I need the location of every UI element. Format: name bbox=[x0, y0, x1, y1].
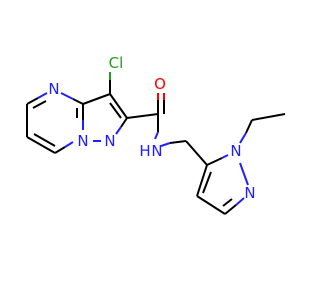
bond-n2p-c3p bbox=[224, 204, 237, 215]
bond-c5p-n1p bbox=[206, 157, 223, 166]
carboxamide-group bbox=[126, 93, 187, 147]
bond-ethyl-methyl bbox=[251, 113, 286, 121]
pyrimidine-ring bbox=[26, 92, 84, 154]
bond-n-ch2-n bbox=[160, 142, 171, 147]
atom-label-chlorine: Cl bbox=[109, 54, 124, 72]
bond-ch2-c5p bbox=[185, 140, 208, 166]
bond-c3-c2-double bbox=[109, 102, 122, 119]
bond-c3a-n4-n bbox=[60, 92, 74, 100]
atom-label-oxygen: O bbox=[154, 75, 166, 93]
bond-c5p-n1p-n bbox=[221, 154, 229, 159]
bond-c4p-c5p-double bbox=[202, 171, 212, 194]
bond-c7-n8 bbox=[54, 146, 66, 154]
bond-c3-c2 bbox=[109, 93, 128, 119]
bond-c6-c7 bbox=[26, 136, 56, 154]
bond-c2-n1 bbox=[120, 117, 128, 128]
bond-c2-n1-n bbox=[115, 126, 122, 135]
bond-carbonyl-n-n bbox=[154, 131, 159, 140]
bond-n1p-n2p bbox=[239, 162, 249, 186]
bond-n2p-c3p-double bbox=[222, 198, 233, 207]
atom-label-pyrazole-nitrogen: N bbox=[104, 132, 115, 150]
molecule-structure-canvas: Cl O N N N N H N N bbox=[26, 54, 286, 215]
ethyl-pyrazole-ring bbox=[185, 113, 286, 215]
bond-n2p-c3p-n bbox=[235, 197, 245, 206]
atom-label-ethyl-pyrazole-n2: N bbox=[244, 184, 255, 202]
atom-label-bridgehead-nitrogen: N bbox=[77, 132, 88, 150]
bond-c3a-c3 bbox=[82, 93, 111, 105]
bond-n1p-ethyl bbox=[245, 119, 253, 134]
bond-c4p-c5p bbox=[196, 164, 208, 197]
atom-label-amide-hydrogen: H bbox=[139, 142, 150, 160]
fused-pyrazole-ring bbox=[82, 72, 128, 142]
atom-label-pyrimidine-nitrogen: N bbox=[48, 80, 59, 98]
bond-c3p-c4p bbox=[196, 195, 226, 215]
bond-c3a-n4 bbox=[72, 98, 84, 105]
bond-n4-c5-double bbox=[32, 100, 47, 109]
bond-n-ch2 bbox=[169, 140, 187, 144]
bond-n4-c5-n bbox=[37, 92, 48, 99]
atom-label-amide-nitrogen: N bbox=[151, 142, 162, 160]
bond-c6-c7-double bbox=[33, 133, 56, 147]
bond-n1p-ethyl-n bbox=[239, 132, 247, 144]
bond-c7-n8-n bbox=[64, 141, 74, 148]
bond-c2-carbonyl bbox=[126, 113, 159, 119]
bond-n4-c5 bbox=[26, 97, 39, 105]
atom-label-ethyl-pyrazole-n1: N bbox=[230, 142, 241, 160]
molecule-structure-diagram: Cl O N N N N H N N bbox=[26, 54, 286, 215]
